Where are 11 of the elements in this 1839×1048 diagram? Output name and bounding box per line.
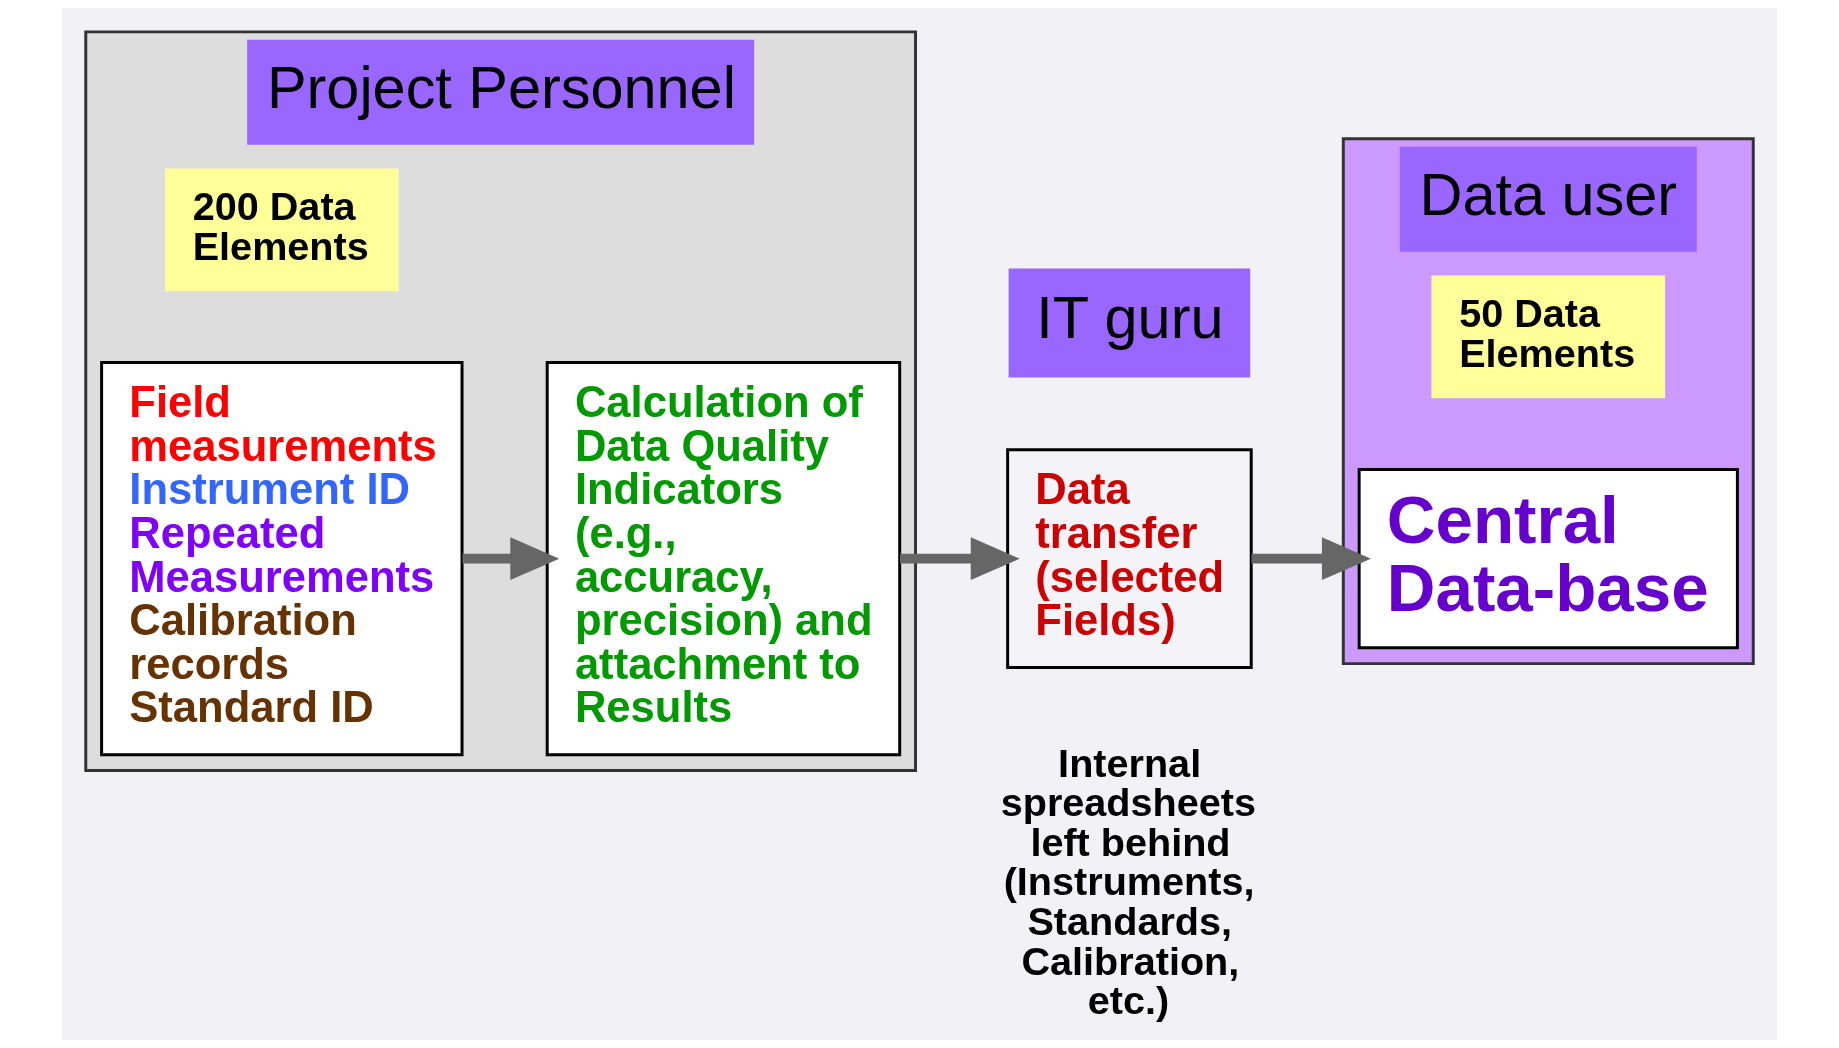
arrow	[1251, 537, 1371, 581]
label: Internal spreadsheets left behind (Instruments, Standards, Calibration, etc.)	[1000, 740, 1256, 1023]
node-box: 50 Data Elements	[1431, 275, 1666, 399]
arrow	[900, 537, 1020, 581]
node-box: Calculation of Data Quality Indicators (e.g., accuracy, precision) and attachment to Results	[545, 361, 902, 757]
node-box: 200 Data Elements	[165, 168, 399, 292]
node-box: Field measurements Instrument ID Repeated Measurements Calibration records Standard ID	[100, 361, 464, 757]
node-box: Data transfer (selected Fields)	[1006, 448, 1253, 670]
node-box: Central Data-base	[1357, 468, 1739, 650]
arrow	[462, 537, 560, 581]
node-box: IT guru	[1008, 268, 1251, 378]
